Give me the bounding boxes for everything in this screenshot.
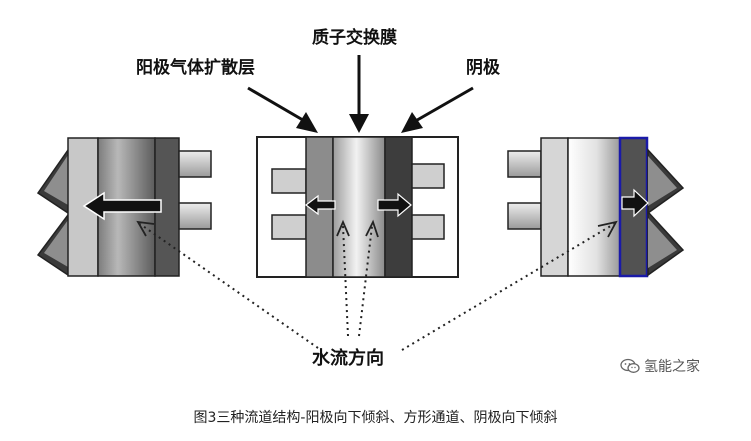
right-tilted-channel-bottom-face xyxy=(648,218,677,268)
right-assembly xyxy=(507,136,685,278)
pointer-cathode-line xyxy=(411,86,474,125)
watermark-text: 氢能之家 xyxy=(644,359,700,375)
middle-assembly xyxy=(256,136,459,278)
wechat-icon xyxy=(620,358,640,373)
middle-water-arrow-left xyxy=(305,194,336,216)
right-anode-plate xyxy=(540,137,569,277)
label-water-flow: 水流方向 xyxy=(312,348,384,369)
pointer-anode-gdl-line xyxy=(247,86,309,125)
left-water-arrow xyxy=(82,191,162,221)
right-rib-bottom xyxy=(507,202,542,230)
right-rib-top xyxy=(507,150,542,178)
water-flow-pointers xyxy=(136,219,618,351)
left-tilted-channel-bottom-face xyxy=(44,220,68,267)
middle-rib-left-bottom xyxy=(271,214,307,240)
pointer-pem-head xyxy=(349,114,369,133)
label-cathode: 阴极 xyxy=(466,58,500,78)
left-assembly xyxy=(36,137,212,277)
pointer-anode-gdl-head xyxy=(296,112,318,133)
dotted-arrowhead-right xyxy=(597,220,618,238)
dotted-line-right xyxy=(401,223,615,351)
watermark: 氢能之家 xyxy=(620,356,700,376)
middle-rib-left-top xyxy=(271,168,307,194)
right-membrane xyxy=(567,137,621,277)
dotted-arrowhead-mid-right xyxy=(365,219,379,238)
middle-water-arrow-right xyxy=(377,192,412,218)
right-water-arrow xyxy=(621,188,649,218)
dotted-line-mid-right xyxy=(358,225,373,337)
middle-membrane xyxy=(332,136,386,278)
left-tilted-channel-top-face xyxy=(44,155,68,205)
dotted-line-mid-left xyxy=(342,225,349,337)
label-pointers xyxy=(247,55,474,133)
figure-caption: 图3三种流道结构-阳极向下倾斜、方形通道、阴极向下倾斜 xyxy=(193,410,558,426)
label-anode-gdl: 阳极气体扩散层 xyxy=(136,58,255,78)
pointer-cathode-head xyxy=(401,112,423,133)
right-tilted-channel-top-face xyxy=(648,156,677,206)
dotted-line-left xyxy=(139,223,319,349)
left-rib-top xyxy=(178,150,212,178)
left-rib-bottom xyxy=(178,202,212,230)
dotted-arrowhead-mid-left xyxy=(336,219,350,237)
dotted-arrowhead-left xyxy=(136,220,155,237)
middle-rib-right-bottom xyxy=(411,214,445,240)
label-pem: 质子交换膜 xyxy=(312,28,397,48)
middle-rib-right-top xyxy=(411,163,445,189)
